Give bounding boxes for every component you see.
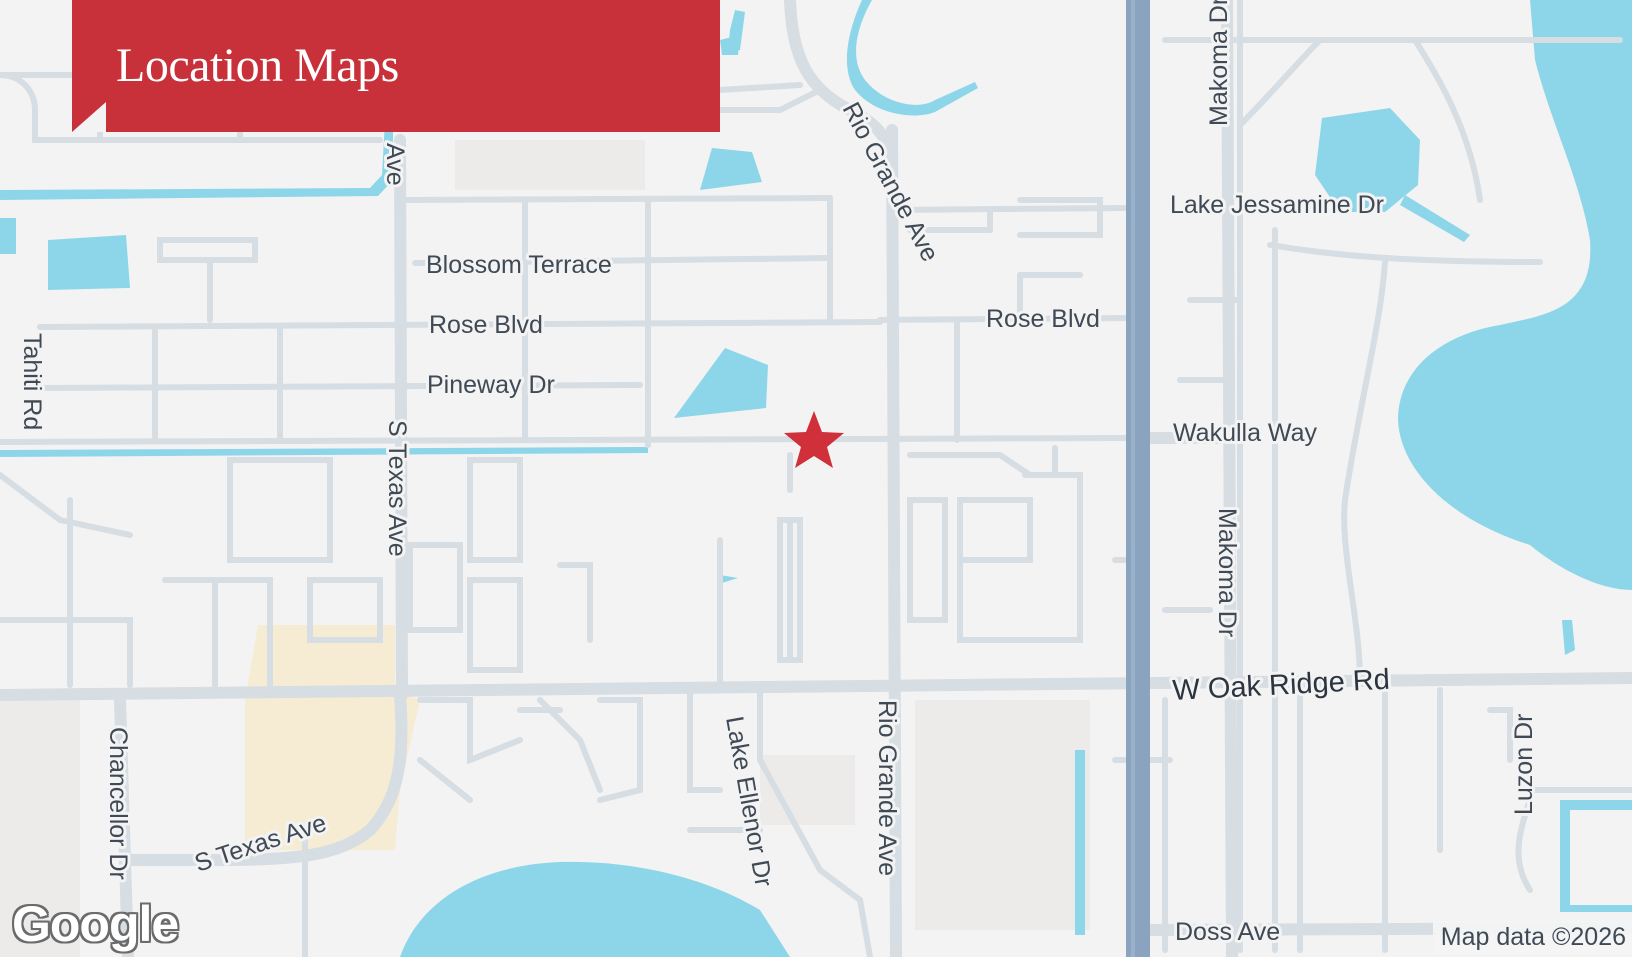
label-luzon-dr: Luzon Dr <box>1510 714 1538 815</box>
star-icon[interactable] <box>784 411 844 468</box>
label-s-texas-ave: S Texas Ave <box>383 420 411 557</box>
map-attribution[interactable]: Map data ©2026 <box>1432 921 1632 954</box>
label-rose-blvd-east: Rose Blvd <box>986 305 1100 333</box>
label-makoma-dr: Makoma Dr <box>1213 508 1241 637</box>
label-wakulla-way: Wakulla Way <box>1173 419 1318 447</box>
google-logo: Google <box>12 896 179 952</box>
label-pineway-dr: Pineway Dr <box>427 371 555 399</box>
label-s-texas-ave-north: Ave <box>381 143 409 186</box>
title-banner <box>72 0 720 132</box>
label-rose-blvd-west: Rose Blvd <box>429 311 543 339</box>
label-rio-grande-ave-south: Rio Grande Ave <box>873 700 901 876</box>
label-blossom-terrace: Blossom Terrace <box>426 251 612 279</box>
label-lake-jessamine-dr: Lake Jessamine Dr <box>1170 191 1384 219</box>
page-title: Location Maps <box>116 39 399 92</box>
label-chancellor-dr: Chancellor Dr <box>104 727 132 880</box>
label-doss-ave: Doss Ave <box>1175 918 1280 946</box>
highway <box>1126 0 1150 957</box>
label-makoma-dr-north: Makoma Dr <box>1205 0 1233 126</box>
label-tahiti-rd: Tahiti Rd <box>18 333 46 430</box>
